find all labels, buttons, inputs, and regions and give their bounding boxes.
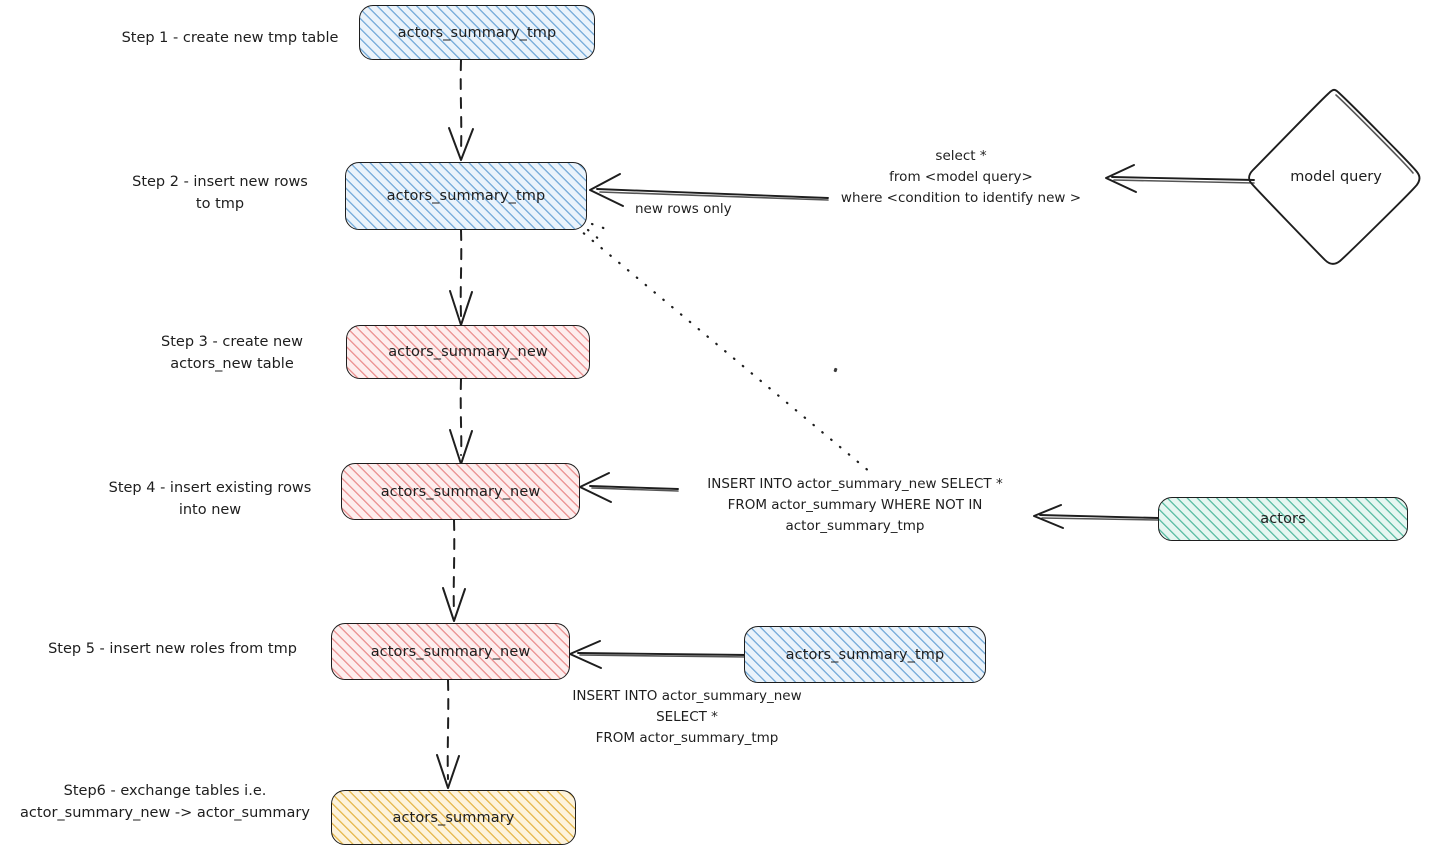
- node-label: model query: [1290, 169, 1382, 185]
- edge-label-new-rows-only: new rows only: [635, 201, 732, 217]
- edge-modelquery-to-sql: [1105, 164, 1255, 193]
- step-4-caption: Step 4 - insert existing rows into new: [108, 480, 312, 519]
- edge-step1-to-step2: [448, 59, 474, 161]
- node-actors-source[interactable]: actors: [1158, 497, 1410, 543]
- node-label: actors_summary: [392, 809, 515, 826]
- node-label: actors_summary_tmp: [785, 646, 945, 663]
- step-3-caption: Step 3 - create new actors_new table: [161, 334, 303, 373]
- node-label: actors: [1260, 511, 1306, 527]
- node-actors-summary-tmp-step5-source[interactable]: actors_summary_tmp: [744, 626, 988, 685]
- edge-label-insert-new-roles-sql: INSERT INTO actor_summary_new SELECT * F…: [572, 688, 802, 746]
- step-6-caption: Step6 - exchange tables i.e. actor_summa…: [20, 783, 310, 822]
- node-label: actors_summary_new: [380, 483, 541, 500]
- node-actors-summary-new-step3[interactable]: actors_summary_new: [346, 325, 592, 381]
- node-actors-summary-tmp-step1[interactable]: actors_summary_tmp: [359, 5, 597, 62]
- edge-actors-to-sql: [1033, 504, 1159, 529]
- ink-speck: [833, 367, 838, 373]
- node-actors-summary-new-step4[interactable]: actors_summary_new: [341, 463, 582, 522]
- node-label: actors_summary_new: [370, 643, 531, 660]
- node-model-query[interactable]: model query: [1248, 86, 1424, 268]
- node-label: actors_summary_tmp: [386, 188, 546, 204]
- step-5-caption: Step 5 - insert new roles from tmp: [48, 641, 297, 657]
- node-label: actors_summary_tmp: [397, 24, 557, 41]
- edge-step5-to-step6: [436, 679, 460, 789]
- edge-label-model-query-sql: select * from <model query> where <condi…: [840, 148, 1082, 206]
- edge-step2-to-step3: [449, 229, 473, 326]
- node-actors-summary-step6[interactable]: actors_summary: [331, 790, 578, 847]
- step-2-caption: Step 2 - insert new rows to tmp: [132, 174, 308, 213]
- edge-step4-to-step5: [442, 519, 466, 622]
- node-label: actors_summary_new: [388, 344, 548, 360]
- edge-step2-dotted-to-step4-sql: [573, 222, 872, 474]
- edge-step3-to-step4: [449, 378, 473, 465]
- edge-label-insert-existing-sql: INSERT INTO actor_summary_new SELECT * F…: [707, 476, 1003, 534]
- step-1-caption: Step 1 - create new tmp table: [121, 30, 339, 46]
- edge-tmp5-to-step5: [569, 640, 749, 669]
- node-actors-summary-tmp-step2[interactable]: actors_summary_tmp: [345, 162, 589, 232]
- node-actors-summary-new-step5[interactable]: actors_summary_new: [331, 623, 572, 682]
- edge-sql-to-step4: [579, 472, 679, 503]
